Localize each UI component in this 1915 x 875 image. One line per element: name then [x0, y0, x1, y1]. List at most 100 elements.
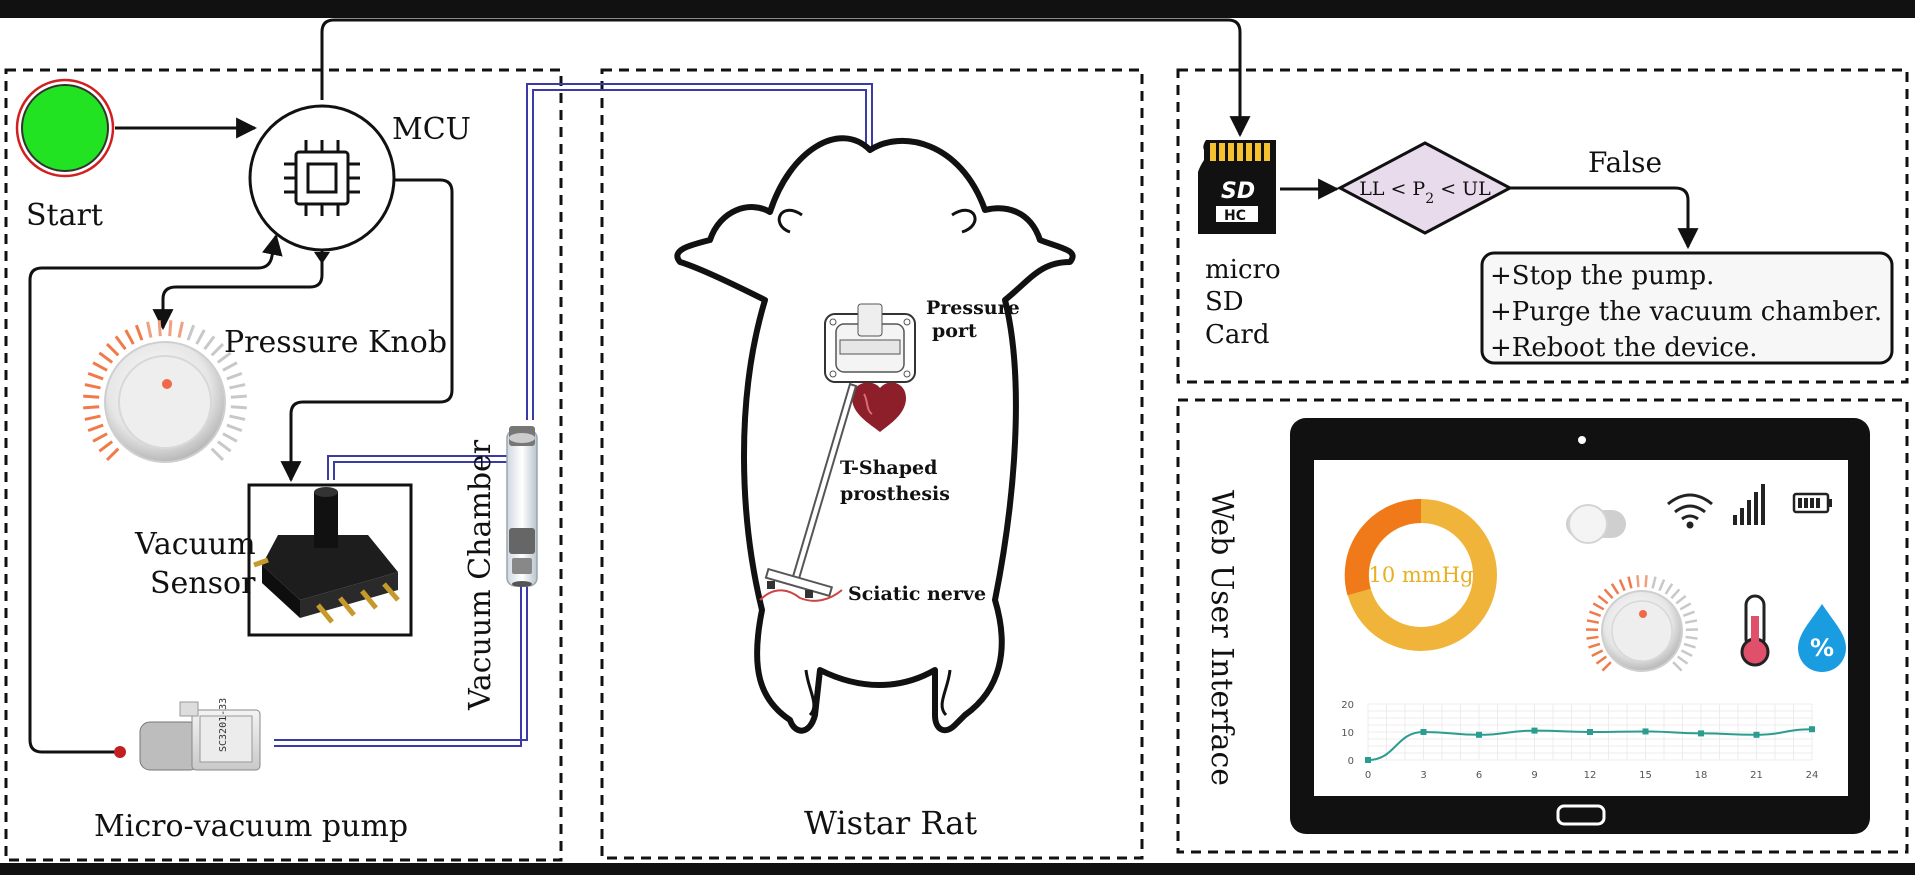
knob-tick	[1679, 602, 1692, 611]
pressure-knob-label: Pressure Knob	[224, 325, 447, 360]
mcu-node	[248, 104, 396, 252]
knob-tick	[87, 423, 104, 433]
chart-data-point	[1698, 730, 1704, 737]
knob-tick	[1644, 575, 1648, 588]
pressure-port-label-2: port	[932, 320, 977, 342]
mcu-knob-link-head	[314, 252, 330, 264]
chart-data-point	[1365, 757, 1371, 763]
knob-tick	[1683, 642, 1696, 649]
condition-text: LL < P2 < UL	[1359, 178, 1491, 207]
panel-rat	[600, 68, 1144, 860]
knob-tick	[84, 383, 101, 390]
knob-tick	[210, 342, 225, 357]
vacuum-chamber-icon	[506, 426, 538, 587]
knob-tick	[1591, 649, 1604, 658]
chart-x-tick-label: 24	[1806, 770, 1819, 781]
chart-x-tick-label: 12	[1584, 770, 1597, 781]
chart-data-point	[1531, 727, 1538, 734]
chart-x-tick-label: 18	[1695, 770, 1708, 781]
action-item-reboot: +Reboot the device.	[1490, 333, 1758, 363]
knob-tick	[230, 405, 247, 410]
knob-tick	[186, 324, 196, 341]
t-shaped-prosthesis-icon	[764, 382, 858, 598]
knob-tick	[146, 321, 153, 338]
knob-tick	[87, 371, 104, 381]
battery-icon	[1792, 492, 1832, 514]
knob-tick	[210, 447, 225, 462]
panel-logic	[1176, 68, 1909, 384]
mcu-label: MCU	[392, 112, 471, 147]
sciatic-nerve-label: Sciatic nerve	[848, 583, 986, 605]
knob-tick	[1684, 619, 1698, 624]
knob-tick	[1603, 588, 1614, 600]
knob-tick	[134, 324, 144, 341]
knob-tick	[83, 405, 100, 410]
knob-tick	[1670, 588, 1681, 600]
knob-tick	[83, 394, 100, 399]
knob-tick	[1597, 594, 1609, 605]
mcu-to-sensor-arrow	[280, 178, 454, 483]
chart-data-point	[1809, 726, 1815, 733]
humidity-symbol: %	[1810, 634, 1834, 662]
chart-x-tick-label: 9	[1531, 770, 1537, 781]
rat-details	[777, 208, 977, 717]
knob-tick	[216, 351, 232, 364]
knob-tick	[1618, 579, 1626, 592]
heart-icon	[852, 382, 906, 432]
mcu-to-sd-connection	[320, 18, 1251, 138]
false-label: False	[1588, 146, 1662, 179]
knob-tick	[1595, 655, 1607, 665]
knob-tick	[1658, 579, 1666, 592]
micro-vacuum-pump-label: Micro-vacuum pump	[94, 809, 408, 844]
vacuum-sensor-icon	[247, 483, 413, 637]
knob-tick	[157, 320, 162, 337]
knob-tick	[229, 414, 246, 421]
chart-y-tick-label: 20	[1341, 700, 1354, 711]
knob-tick	[168, 320, 173, 337]
knob-tick	[177, 321, 184, 338]
knob-tick	[1636, 575, 1640, 588]
action-item-stop: +Stop the pump.	[1490, 261, 1714, 291]
knob-tick	[1680, 649, 1693, 658]
sd-logo-text: SD	[1221, 179, 1255, 204]
pressure-gauge	[1344, 498, 1497, 651]
vacuum-sensor-label-1: Vacuum	[134, 527, 256, 562]
chart-data-point	[1420, 729, 1427, 735]
knob-tick	[1682, 610, 1695, 618]
action-item-purge: +Purge the vacuum chamber.	[1490, 297, 1882, 327]
chart-x-tick-label: 3	[1420, 770, 1426, 781]
tablet-knob-icon[interactable]	[1585, 575, 1699, 672]
knob-tick	[114, 335, 127, 351]
start-node	[15, 78, 115, 178]
knob-tick	[222, 432, 238, 443]
pressure-port-label-1: Pressure	[926, 297, 1020, 319]
vacuum-sensor-label-2: Sensor	[150, 566, 256, 601]
sd-label-2: SD	[1205, 287, 1244, 317]
chart-y-tick-label: 0	[1348, 756, 1354, 767]
knob-tick	[1610, 583, 1620, 595]
vacuum-chamber-label: Vacuum Chamber	[463, 439, 498, 711]
knob-tick	[1675, 594, 1687, 605]
sd-label-1: micro	[1205, 255, 1281, 285]
pressure-knob-icon	[83, 320, 247, 463]
chart-x-tick-label: 15	[1639, 770, 1652, 781]
toggle-switch[interactable]	[1566, 504, 1626, 544]
knob-tick	[1627, 576, 1633, 589]
rat-illustration	[674, 135, 1076, 734]
panel-web-ui	[1176, 398, 1909, 854]
humidity-icon	[1798, 604, 1846, 672]
knob-tick	[226, 423, 243, 433]
knob-tick	[1586, 619, 1600, 624]
false-branch-arrow	[1510, 186, 1699, 250]
knob-tick	[216, 440, 232, 453]
pump-to-mcu-arrow	[28, 233, 283, 754]
panel-hardware	[4, 68, 563, 862]
chart-data-point	[1753, 731, 1760, 738]
knob-tick	[222, 361, 238, 372]
knob-tick	[98, 351, 114, 364]
pressure-port-icon	[824, 303, 916, 383]
knob-tick	[105, 447, 120, 462]
knob-tick	[230, 394, 247, 399]
